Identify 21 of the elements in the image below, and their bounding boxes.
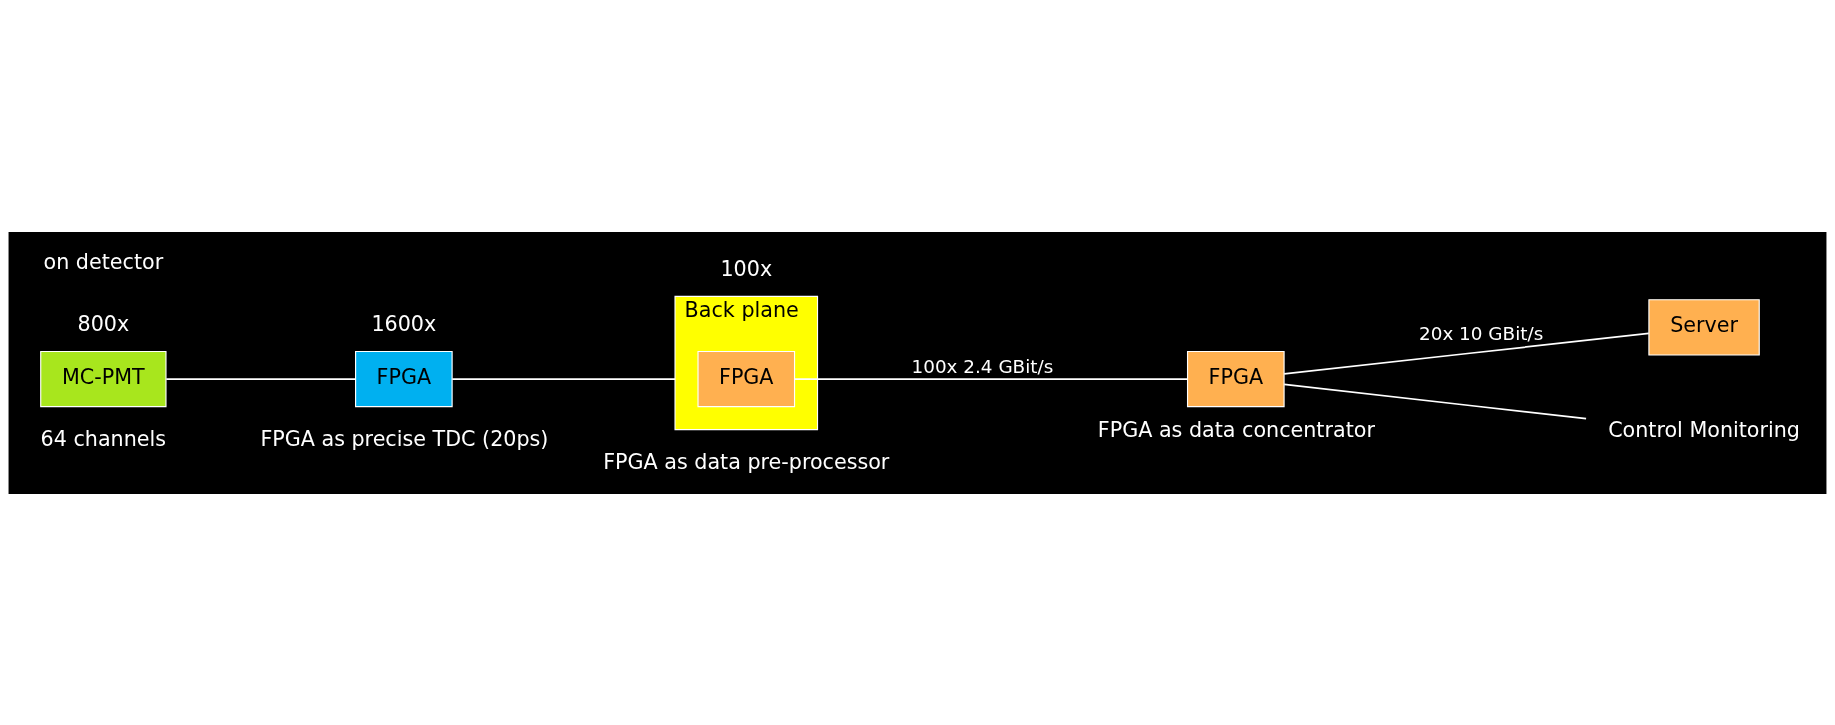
node-label: FPGA as data concentrator xyxy=(1097,417,1375,442)
connector xyxy=(1283,383,1587,420)
node-text: Control Monitoring xyxy=(1608,417,1800,442)
node-box: MC-PMT xyxy=(40,350,167,407)
connector xyxy=(165,377,357,380)
node-box: FPGA xyxy=(355,350,453,407)
label: on detector xyxy=(43,249,164,274)
connector xyxy=(793,377,1189,380)
node-box: Server xyxy=(1648,298,1760,356)
edge-label: 100x 2.4 GBit/s xyxy=(911,355,1054,377)
node-box: FPGA xyxy=(1186,350,1285,407)
node-label: FPGA as precise TDC (20ps) xyxy=(260,426,549,451)
edge-label: 20x 10 GBit/s xyxy=(1419,322,1544,344)
node-label: 100x xyxy=(720,256,773,281)
node-label: 1600x xyxy=(371,311,437,336)
connector xyxy=(1283,332,1650,375)
node-label: 64 channels xyxy=(40,426,167,451)
node-label: 800x xyxy=(77,311,130,336)
node-label: FPGA as data pre-processor xyxy=(603,449,890,474)
connector xyxy=(451,377,676,380)
node-box: FPGA xyxy=(697,350,796,407)
